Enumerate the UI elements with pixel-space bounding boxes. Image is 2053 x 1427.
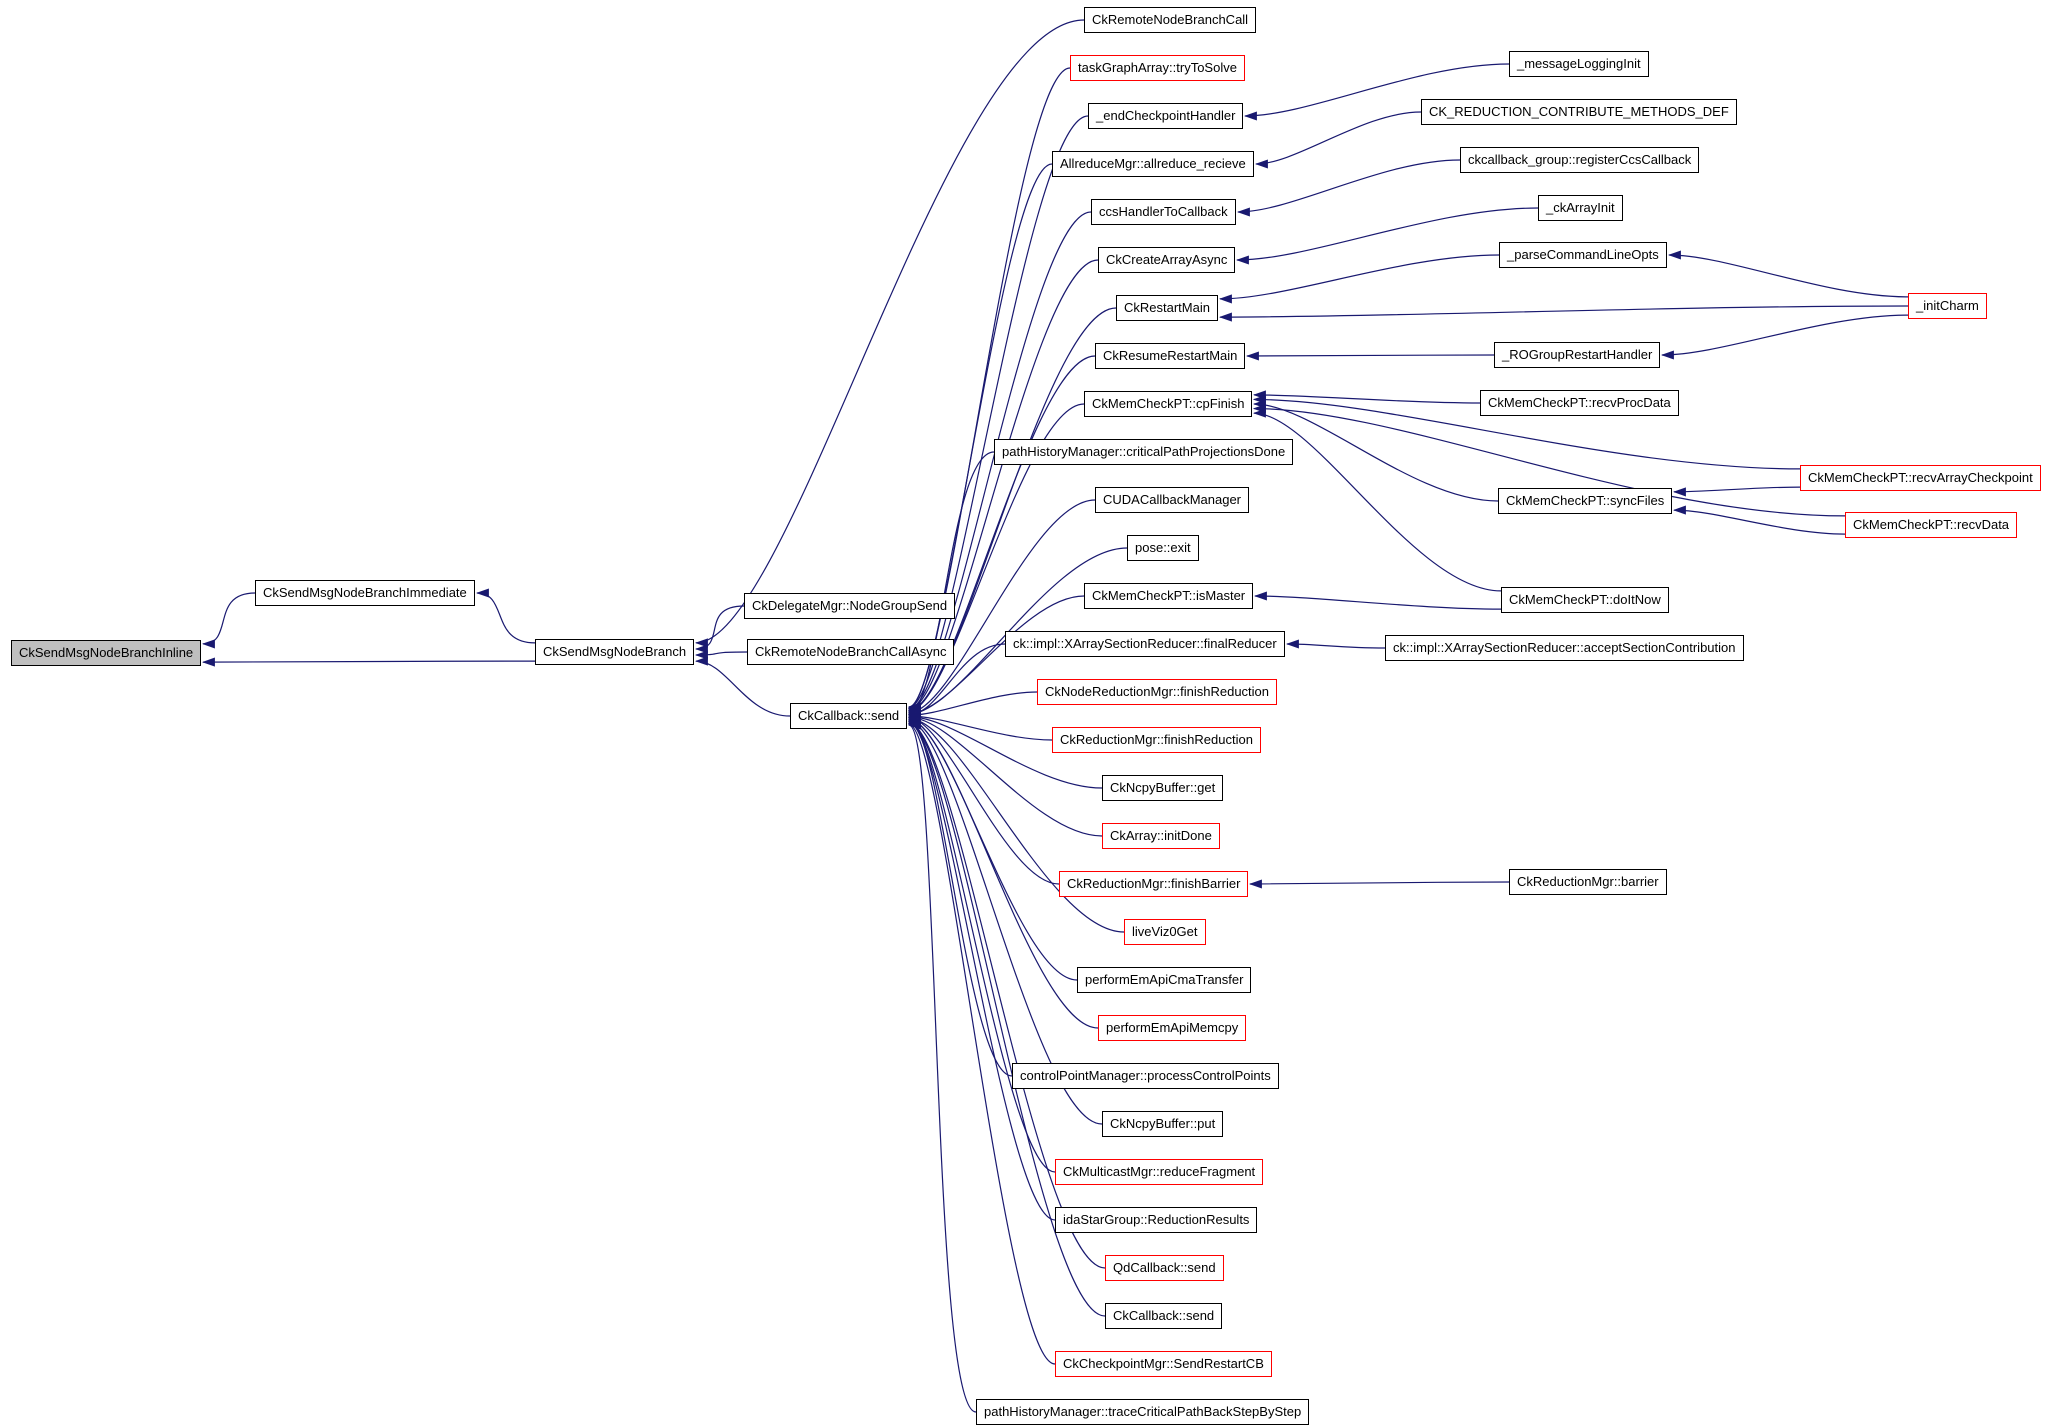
edge-ckmemcheckpt-recvdata--ckmemcheckpt-syncfiles (1672, 505, 1846, 535)
graph-node-ckarray-initdone[interactable]: CkArray::initDone (1102, 823, 1220, 849)
graph-node-pathhistorymanager-tracecriticalpathbackstepbystep[interactable]: pathHistoryManager::traceCriticalPathBac… (976, 1399, 1310, 1425)
edge-ckmemcheckpt-syncfiles--ckmemcheckpt-cpfinish (1252, 399, 1499, 502)
edge-allreducemgr-allreduce-recieve--ckcallback-send (907, 163, 1053, 713)
graph-node-cksendmsgnodebranchimmediate[interactable]: CkSendMsgNodeBranchImmediate (255, 580, 475, 606)
graph-node-qdcallback-send[interactable]: QdCallback::send (1105, 1255, 1224, 1281)
edge-idastargroup-reductionresults--ckcallback-send (907, 718, 1056, 1221)
graph-node-performemapimemcpy[interactable]: performEmApiMemcpy (1098, 1015, 1247, 1041)
graph-node-cknodereductionmgr-finishreduction[interactable]: CkNodeReductionMgr::finishReduction (1037, 679, 1278, 705)
edge-initcharm--rogrouprestarthandler (1660, 314, 1909, 360)
edge-ck-reduction-contribute-methods-def--allreducemgr-allreduce-recieve (1254, 111, 1422, 169)
edge-parsecommandlineopts--ckrestartmain (1218, 254, 1500, 304)
graph-node-ckreductionmgr-finishreduction[interactable]: CkReductionMgr::finishReduction (1052, 727, 1261, 753)
edge-ckarray-initdone--ckcallback-send (907, 712, 1103, 837)
edge-ckcallback-send--cksendmsgnodebranch (694, 656, 791, 717)
graph-node-ckremotenodebranchcall[interactable]: CkRemoteNodeBranchCall (1084, 7, 1257, 33)
graph-node-ckreductionmgr-barrier[interactable]: CkReductionMgr::barrier (1509, 869, 1667, 895)
graph-node-ckremotenodebranchcallasync[interactable]: CkRemoteNodeBranchCallAsync (747, 639, 955, 665)
graph-node-messagelogginginit[interactable]: _messageLoggingInit (1509, 51, 1649, 77)
graph-node-ckncpybuffer-put[interactable]: CkNcpyBuffer::put (1102, 1111, 1224, 1137)
graph-node-ckmemcheckpt-ismaster[interactable]: CkMemCheckPT::isMaster (1084, 583, 1254, 609)
edge-performemapicmatransfer--ckcallback-send (907, 714, 1078, 981)
edge-ckmulticastmgr-reducefragment--ckcallback-send (907, 717, 1056, 1173)
graph-node-controlpointmanager-processcontrolpoints[interactable]: controlPointManager::processControlPoint… (1012, 1063, 1279, 1089)
edge-ckremotenodebranchcall--cksendmsgnodebranch (694, 19, 1085, 648)
graph-node-ckmemcheckpt-recvprocdata[interactable]: CkMemCheckPT::recvProcData (1480, 390, 1679, 416)
graph-node-pose-exit[interactable]: pose::exit (1127, 535, 1199, 561)
edge-ckremotenodebranchcallasync--cksendmsgnodebranch (694, 650, 748, 660)
edge-ckcallback-group-registerccscallback--ccshandlertocallback (1236, 159, 1461, 217)
graph-node-parsecommandlineopts[interactable]: _parseCommandLineOpts (1499, 242, 1667, 268)
edge-rogrouprestarthandler--ckresumerestartmain (1245, 351, 1495, 361)
graph-node-rogrouprestarthandler[interactable]: _ROGroupRestartHandler (1494, 342, 1661, 368)
edge-ckcallback-send-2--ckcallback-send (907, 719, 1106, 1317)
edge-qdcallback-send--ckcallback-send (907, 718, 1106, 1269)
graph-node-ccshandlertocallback[interactable]: ccsHandlerToCallback (1091, 199, 1236, 225)
graph-node-cudacallbackmanager[interactable]: CUDACallbackManager (1095, 487, 1249, 513)
edge-ckmemcheckpt-cpfinish--ckcallback-send (907, 403, 1085, 716)
graph-node-ckmulticastmgr-reducefragment[interactable]: CkMulticastMgr::reduceFragment (1055, 1159, 1264, 1185)
graph-node-ck-reduction-contribute-methods-def[interactable]: CK_REDUCTION_CONTRIBUTE_METHODS_DEF (1421, 99, 1737, 125)
graph-node-ckmemcheckpt-syncfiles[interactable]: CkMemCheckPT::syncFiles (1498, 488, 1673, 514)
graph-node-ckmemcheckpt-recvarraycheckpoint[interactable]: CkMemCheckPT::recvArrayCheckpoint (1800, 465, 2041, 491)
edge-ckmemcheckpt-ismaster--ckcallback-send (907, 595, 1085, 719)
edge-pathhistorymanager-tracecriticalpathbackstepbystep--ckcallback-send (907, 720, 977, 1413)
graph-node-ckmemcheckpt-doitnow[interactable]: CkMemCheckPT::doItNow (1501, 587, 1669, 613)
graph-node-ckresumerestartmain[interactable]: CkResumeRestartMain (1095, 343, 1246, 369)
edge-performemapimemcpy--ckcallback-send (907, 715, 1099, 1029)
graph-node-ckreductionmgr-finishbarrier[interactable]: CkReductionMgr::finishBarrier (1059, 871, 1249, 897)
graph-node-ckrestartmain[interactable]: CkRestartMain (1116, 295, 1218, 321)
edge-ckmemcheckpt-doitnow--ckmemcheckpt-ismaster (1253, 591, 1502, 610)
edge-cudacallbackmanager--ckcallback-send (907, 499, 1096, 718)
edge-cksendmsgnodebranchimmediate--cksendmsgnodebranchinline (201, 592, 256, 649)
edge-ckmemcheckpt-doitnow--ckmemcheckpt-cpfinish (1252, 408, 1502, 592)
edge-pathhistorymanager-criticalpathprojectionsdone--ckcallback-send (907, 451, 995, 717)
edge-cksendmsgnodebranch--cksendmsgnodebranchinline (201, 657, 536, 667)
graph-node-ckarrayinit[interactable]: _ckArrayInit (1538, 195, 1623, 221)
graph-node-pathhistorymanager-criticalpathprojectionsdone[interactable]: pathHistoryManager::criticalPathProjecti… (994, 439, 1294, 465)
graph-node-ckcallback-send-2[interactable]: CkCallback::send (1105, 1303, 1223, 1329)
edge-ckcreatearrayasync--ckcallback-send (907, 259, 1099, 714)
edge-ckcheckpointmgr-sendrestartcb--ckcallback-send (907, 720, 1056, 1365)
graph-node-ckmemcheckpt-cpfinish[interactable]: CkMemCheckPT::cpFinish (1084, 391, 1253, 417)
edge-ckmemcheckpt-recvprocdata--ckmemcheckpt-cpfinish (1252, 390, 1481, 404)
edge-ckarrayinit--ckcreatearrayasync (1235, 207, 1539, 265)
graph-node-ckcheckpointmgr-sendrestartcb[interactable]: CkCheckpointMgr::SendRestartCB (1055, 1351, 1272, 1377)
edge-ckmemcheckpt-recvarraycheckpoint--ckmemcheckpt-syncfiles (1672, 486, 1801, 497)
graph-node-liveviz0get[interactable]: liveViz0Get (1124, 919, 1206, 945)
graph-node-initcharm[interactable]: _initCharm (1908, 293, 1987, 319)
edge-messagelogginginit--endcheckpointhandler (1243, 63, 1510, 121)
edge-ckreductionmgr-finishreduction--ckcallback-send (907, 711, 1053, 741)
graph-node-cksendmsgnodebranch[interactable]: CkSendMsgNodeBranch (535, 639, 695, 665)
edge-liveviz0get--ckcallback-send (907, 714, 1125, 933)
graph-node-ckdelegatemgr-nodegroupsend[interactable]: CkDelegateMgr::NodeGroupSend (744, 593, 956, 619)
edge-ckncpybuffer-put--ckcallback-send (907, 716, 1103, 1125)
graph-node-allreducemgr-allreduce-recieve[interactable]: AllreduceMgr::allreduce_recieve (1052, 151, 1254, 177)
graph-node-ck-impl-xarraysectionreducer-finalreducer[interactable]: ck::impl::XArraySectionReducer::finalRed… (1005, 631, 1285, 657)
graph-node-ckcallback-group-registerccscallback[interactable]: ckcallback_group::registerCcsCallback (1460, 147, 1700, 173)
edge-ckmemcheckpt-recvarraycheckpoint--ckmemcheckpt-cpfinish (1252, 394, 1801, 470)
graph-node-cksendmsgnodebranchinline: CkSendMsgNodeBranchInline (11, 640, 202, 666)
graph-node-performemapicmatransfer[interactable]: performEmApiCmaTransfer (1077, 967, 1252, 993)
edge-initcharm--parsecommandlineopts (1667, 250, 1909, 298)
edge-ck-impl-xarraysectionreducer-acceptsectioncontribution--ck-impl-xarraysectionreducer-finalreducer (1285, 639, 1386, 649)
edge-cksendmsgnodebranch--cksendmsgnodebranchimmediate (475, 588, 536, 644)
graph-node-ckmemcheckpt-recvdata[interactable]: CkMemCheckPT::recvData (1845, 512, 2018, 538)
edge-endcheckpointhandler--ckcallback-send (907, 115, 1089, 712)
edge-ckresumerestartmain--ckcallback-send (907, 355, 1096, 716)
edge-ckmemcheckpt-recvdata--ckmemcheckpt-cpfinish (1252, 404, 1846, 517)
graph-node-ckcreatearrayasync[interactable]: CkCreateArrayAsync (1098, 247, 1236, 273)
graph-node-ckncpybuffer-get[interactable]: CkNcpyBuffer::get (1102, 775, 1224, 801)
edge-initcharm--ckrestartmain (1218, 305, 1909, 322)
edge-ccshandlertocallback--ckcallback-send (907, 211, 1092, 714)
graph-node-idastargroup-reductionresults[interactable]: idaStarGroup::ReductionResults (1055, 1207, 1258, 1233)
graph-node-ck-impl-xarraysectionreducer-acceptsectioncontribution[interactable]: ck::impl::XArraySectionReducer::acceptSe… (1385, 635, 1744, 661)
edge-ckncpybuffer-get--ckcallback-send (907, 712, 1103, 789)
graph-node-taskgrapharray-trytosolve[interactable]: taskGraphArray::tryToSolve (1070, 55, 1245, 81)
graph-node-ckcallback-send[interactable]: CkCallback::send (790, 703, 908, 729)
graph-node-endcheckpointhandler[interactable]: _endCheckpointHandler (1088, 103, 1244, 129)
edge-ckreductionmgr-finishbarrier--ckcallback-send (907, 713, 1060, 885)
edge-ckreductionmgr-barrier--ckreductionmgr-finishbarrier (1248, 879, 1510, 889)
